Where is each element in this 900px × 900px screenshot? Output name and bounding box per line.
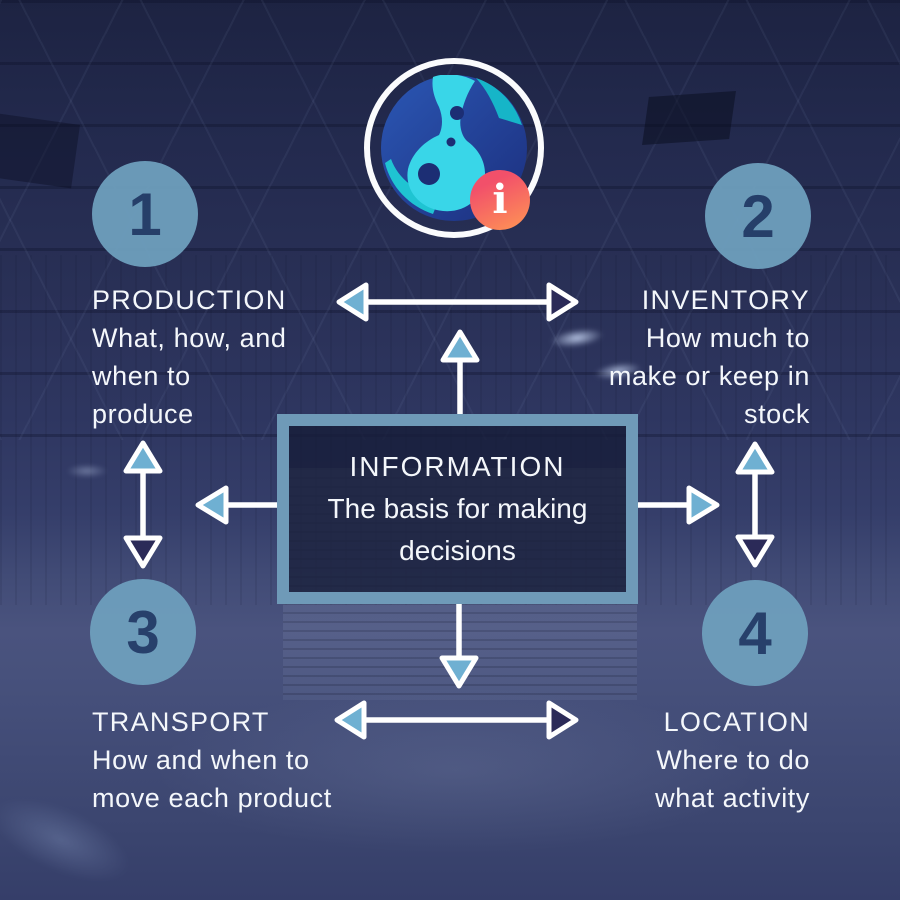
step-4-title: LOCATION	[663, 707, 810, 737]
step-2-line-3: stock	[743, 399, 810, 429]
step-3-line-1: How and when to	[92, 745, 310, 775]
step-3-text: TRANSPORT How and when to move each prod…	[92, 703, 382, 817]
arrow-right-vertical-bottom-head-icon	[735, 534, 775, 568]
step-1-number: 1	[128, 180, 162, 248]
step-2-text: INVENTORY How much to make or keep in st…	[560, 281, 810, 433]
step-4-number: 4	[738, 599, 772, 667]
arrow-down-head-icon	[439, 655, 479, 689]
step-1-title: PRODUCTION	[92, 285, 287, 315]
step-4-line-1: Where to do	[656, 745, 810, 775]
step-4-line-2: what activity	[655, 783, 810, 813]
step-1-circle: 1	[92, 161, 198, 267]
step-3-title: TRANSPORT	[92, 707, 270, 737]
step-2-title: INVENTORY	[641, 285, 810, 315]
arrow-top-left-head-icon	[336, 282, 369, 322]
arrow-up-head-icon	[440, 329, 480, 363]
arrow-left-head-icon	[195, 485, 229, 525]
arrow-right-vertical-top-head-icon	[735, 441, 775, 475]
step-3-number: 3	[126, 598, 160, 666]
step-1-text: PRODUCTION What, how, and when to produc…	[92, 281, 342, 433]
information-box: INFORMATION The basis for making decisio…	[277, 414, 638, 604]
information-line-2: decisions	[399, 535, 516, 566]
information-line-1: The basis for making	[327, 493, 588, 524]
step-1-line-1: What, how, and	[92, 323, 287, 353]
step-2-line-1: How much to	[645, 323, 810, 353]
info-letter: i	[492, 176, 508, 223]
step-2-line-2: make or keep in	[608, 361, 810, 391]
step-4-text: LOCATION Where to do what activity	[550, 703, 810, 817]
information-title: INFORMATION	[349, 451, 566, 482]
step-4-circle: 4	[702, 580, 808, 686]
step-1-line-2: when to	[92, 361, 191, 391]
arrow-right-head-icon	[686, 485, 720, 525]
step-1-line-3: produce	[92, 399, 194, 429]
arrow-left-vertical-bottom-head-icon	[123, 535, 163, 569]
step-3-circle: 3	[90, 579, 196, 685]
step-3-line-2: move each product	[92, 783, 332, 813]
step-2-number: 2	[741, 182, 775, 250]
arrow-left-vertical-top-head-icon	[123, 440, 163, 474]
info-badge-icon: i	[470, 170, 530, 230]
step-2-circle: 2	[705, 163, 811, 269]
